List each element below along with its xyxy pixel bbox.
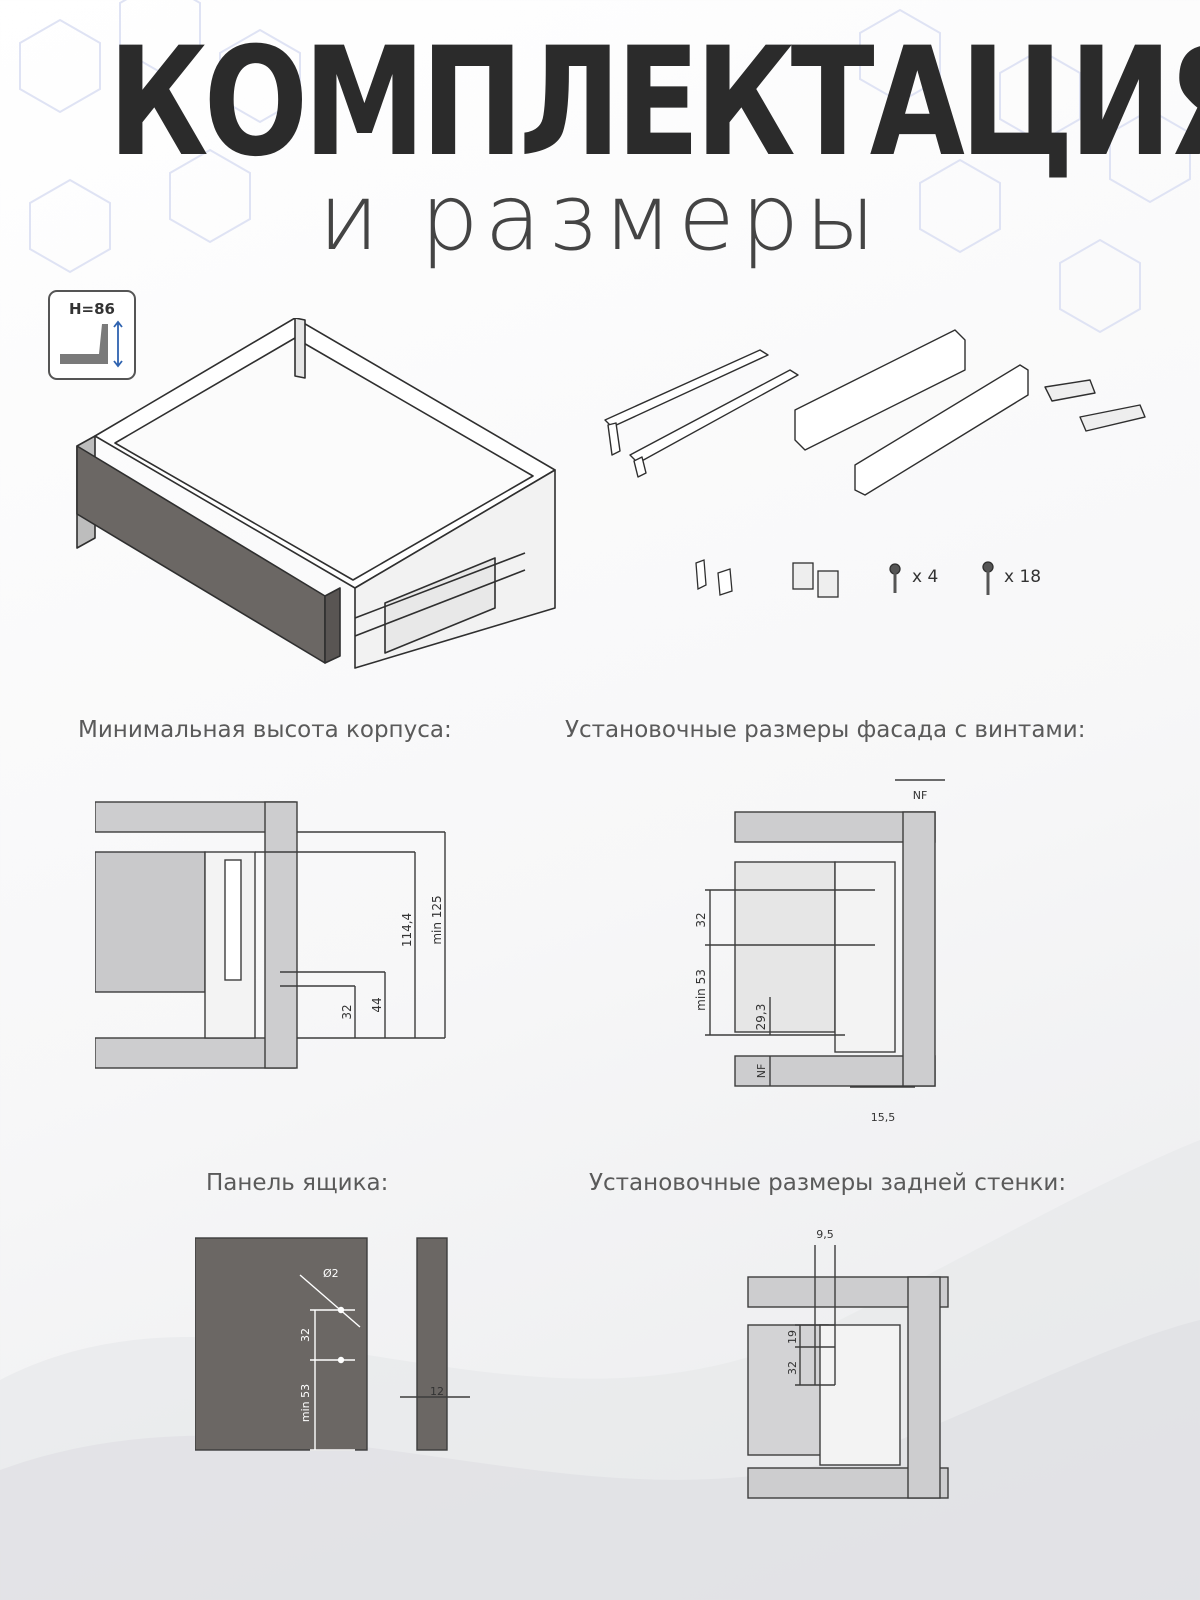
svg-text:12: 12 — [430, 1385, 444, 1398]
svg-text:NF: NF — [755, 1064, 768, 1079]
panel-edge — [416, 1237, 448, 1451]
bottom-shelf — [95, 1037, 296, 1069]
svg-text:min 53: min 53 — [694, 969, 708, 1011]
svg-text:114,4: 114,4 — [400, 913, 414, 947]
svg-text:19: 19 — [786, 1330, 799, 1344]
caption-back-mount: Установочные размеры задней стенки: — [589, 1170, 1067, 1196]
front-face — [902, 811, 936, 1087]
svg-text:32: 32 — [786, 1361, 799, 1375]
svg-text:NF: NF — [913, 789, 928, 802]
back-mount-diagram: 9,5 19 32 — [747, 1228, 949, 1499]
height-badge: H=86 — [48, 290, 136, 380]
side-panel-right — [854, 364, 1029, 496]
svg-text:9,5: 9,5 — [816, 1228, 834, 1241]
side-panel-left — [794, 329, 966, 451]
svg-text:15,5: 15,5 — [871, 1111, 896, 1124]
runner-left — [604, 349, 769, 428]
svg-text:32: 32 — [340, 1004, 354, 1019]
caption-min-height: Минимальная высота корпуса: — [78, 717, 452, 743]
assembled-drawer-illustration — [76, 318, 556, 669]
panel-face — [195, 1237, 368, 1451]
screw-small-count: x 4 — [912, 567, 938, 587]
page-title: КОМПЛЕКТАЦИЯ — [108, 16, 1200, 190]
side-wall — [264, 801, 298, 1069]
badge-label: H=86 — [69, 300, 115, 318]
cap-icon — [792, 562, 814, 590]
bracket-upper — [1044, 379, 1096, 402]
svg-text:min 125: min 125 — [430, 895, 444, 944]
height-arrow-icon — [113, 320, 123, 368]
top-shelf — [95, 801, 296, 833]
svg-text:Ø2: Ø2 — [323, 1267, 339, 1280]
drawer-front — [734, 861, 836, 1033]
side-wall — [907, 1276, 941, 1499]
hardware-row: x 4 x 18 — [695, 559, 1041, 598]
page-subtitle: и размеры — [318, 164, 882, 271]
caption-drawer-panel: Панель ящика: — [206, 1170, 389, 1196]
drawer-panel-diagram: Ø2 32 min 53 12 — [195, 1237, 470, 1451]
drawer-side — [95, 851, 206, 993]
screw-small-icon — [889, 563, 901, 575]
svg-text:32: 32 — [299, 1328, 312, 1342]
svg-text:min 53: min 53 — [299, 1384, 312, 1422]
runner-right — [629, 369, 799, 464]
screw-large-count: x 18 — [1004, 567, 1041, 587]
bracket-lower — [1079, 404, 1146, 432]
top-shelf — [734, 811, 936, 843]
badge-profile-icon — [60, 354, 100, 364]
min-height-diagram: 114,4 min 125 44 32 — [95, 801, 446, 1069]
clip-icon — [695, 559, 707, 591]
svg-text:32: 32 — [694, 912, 708, 927]
kit-parts-illustration — [604, 329, 1146, 496]
screw-large-icon — [982, 561, 994, 573]
svg-text:29,3: 29,3 — [754, 1004, 768, 1031]
svg-text:44: 44 — [370, 997, 384, 1012]
front-mount-diagram: NF 32 min 53 29,3 NF 15,5 — [694, 779, 945, 1124]
caption-front-mount: Установочные размеры фасада с винтами: — [565, 717, 1086, 743]
bottom-shelf — [734, 1055, 936, 1087]
